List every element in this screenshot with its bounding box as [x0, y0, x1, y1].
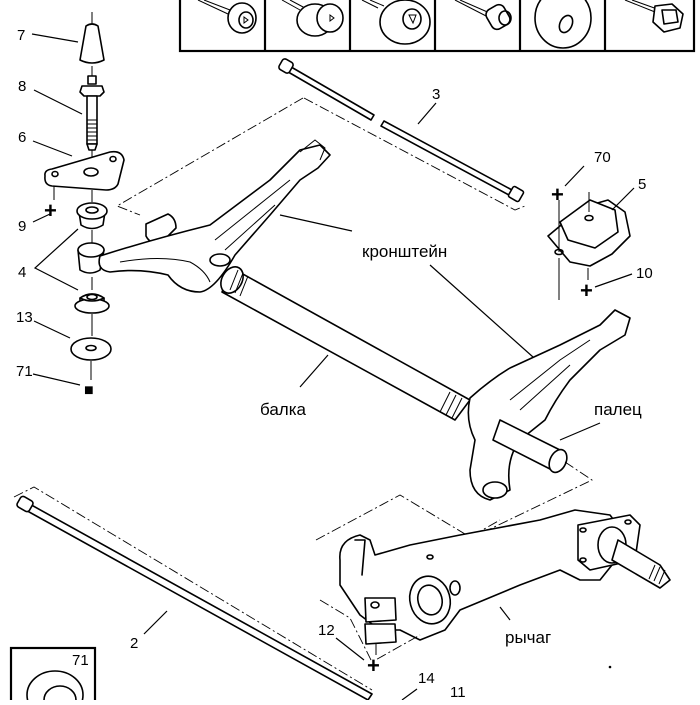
axle-beam: [220, 266, 471, 421]
callout-71: 71: [16, 363, 33, 380]
square-marker-icon: ■: [84, 382, 94, 399]
callout-14: 14: [418, 670, 435, 687]
callout-13: 13: [16, 309, 33, 326]
cone-cap-part-7: [79, 23, 105, 64]
bush-lower-part-4: [74, 293, 110, 314]
label-beam: балка: [260, 400, 307, 419]
plus-icon: +: [367, 653, 380, 678]
fastener-strip: [178, 0, 696, 53]
socket-cap-bolt-short-icon: [197, 0, 257, 34]
callout-11: 11: [450, 684, 466, 700]
washer-part-13: [70, 337, 112, 361]
callout-8: 8: [18, 78, 26, 95]
stud-bolt-part-8: [79, 75, 105, 151]
arm-eye-bush: [482, 481, 508, 499]
bush-upper-part-4: [76, 202, 108, 230]
callout-70: 70: [594, 149, 611, 166]
socket-head-cap-screw-icon: [454, 0, 512, 31]
arm-eye: [77, 242, 105, 274]
socket-flange-bolt-icon: [281, 0, 344, 37]
callout-5: 5: [638, 176, 646, 193]
bracket-left: [98, 139, 331, 293]
rubber-mount-part-5: [547, 192, 631, 300]
hex-flange-bolt-icon: [624, 0, 684, 33]
stray-dot: [608, 665, 612, 669]
callout-2: 2: [130, 635, 138, 652]
callout-6: 6: [18, 129, 26, 146]
label-arm: рычаг: [505, 628, 551, 647]
label-bracket: кронштейн: [362, 242, 447, 261]
plus-icon: +: [551, 182, 564, 207]
plus-icon: +: [580, 278, 593, 303]
inset-box-71: [9, 646, 97, 705]
trailing-arm: [315, 494, 671, 663]
pivot-pin: [487, 419, 593, 531]
leader-lines: [31, 33, 635, 701]
callout-3: 3: [432, 86, 440, 103]
callout-4: 4: [18, 264, 26, 281]
callout-7: 7: [17, 27, 25, 44]
callout-71-inset: 71: [72, 652, 89, 669]
flat-washer-icon: [534, 0, 592, 49]
torsion-bar-part-3: [278, 58, 526, 211]
callout-9: 9: [18, 218, 26, 235]
socket-washer-bolt-icon: [361, 0, 431, 45]
callout-10: 10: [636, 265, 653, 282]
plus-icon: +: [44, 198, 57, 223]
label-pin: палец: [594, 400, 642, 419]
left-fastener-stack: ■: [44, 12, 125, 399]
fastener-strip-frame: [178, 0, 696, 53]
callout-12: 12: [318, 622, 335, 639]
